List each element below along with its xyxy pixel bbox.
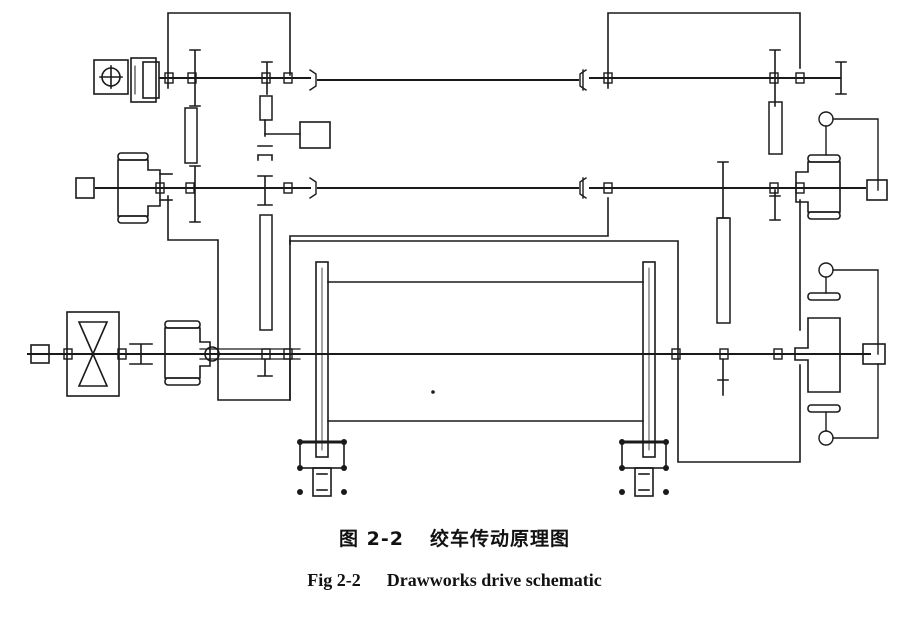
- caption-chinese: 图 2-2 绞车传动原理图: [0, 524, 909, 551]
- caption-english: Fig 2-2 Drawworks drive schematic: [0, 570, 909, 591]
- shafts: [27, 77, 871, 360]
- drawworks-schematic: [27, 12, 888, 497]
- clutch-left-middle: [117, 152, 173, 224]
- clutch-left-bottom: [164, 320, 220, 386]
- clutch-right-middle: [795, 154, 841, 220]
- stray-dot: [431, 390, 435, 394]
- drum-brake-left: [297, 439, 347, 497]
- caption-cn-number: 图 2-2: [339, 528, 404, 550]
- bearings: [63, 72, 805, 360]
- gears: [189, 49, 847, 396]
- housing-frame-left: [167, 12, 291, 401]
- actuator-lines: [818, 111, 879, 446]
- caption-en-number: Fig 2-2: [307, 570, 361, 590]
- clutch-right-bottom: [794, 292, 841, 413]
- drum: [315, 261, 656, 458]
- drum-brake-right: [619, 439, 669, 497]
- housing-frame-right: [289, 12, 801, 463]
- caption-cn-text: 绞车传动原理图: [429, 528, 570, 550]
- shaft-couplings: [309, 69, 587, 199]
- gearbox-bottom-left: [66, 311, 153, 397]
- aux-boxes: [30, 121, 888, 365]
- motor-top-left: [93, 57, 160, 103]
- caption-en-text: Drawworks drive schematic: [386, 570, 602, 590]
- chains: [184, 95, 783, 331]
